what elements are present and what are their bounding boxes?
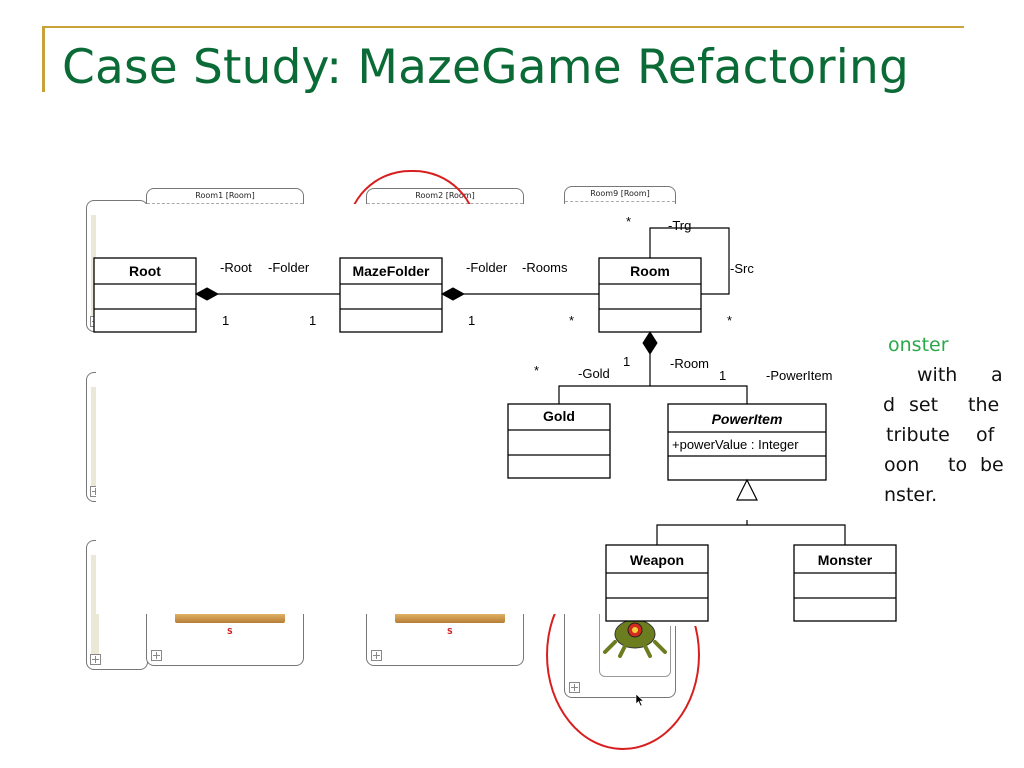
assoc-room-gold [558,385,650,404]
room1-header: Room1 [Room] [147,189,303,204]
side-text-line-5b: to [948,454,968,476]
mult-room-power: 1 [719,368,726,383]
role-rooms: -Rooms [522,260,568,275]
side-text-line-2b: a [991,364,1003,386]
composition-diamond-room [642,331,658,355]
uml-class-room [598,257,702,333]
mult-src: * [727,313,732,328]
class-name-gold: Gold [543,408,575,424]
mouse-cursor-icon [635,693,645,707]
class-name-room: Room [630,263,670,279]
side-text-line-3c: the [968,394,1000,416]
side-text-line-5a: oon [884,454,920,476]
room2-south-mark: S [447,627,453,636]
mult-trg: * [626,214,631,229]
class-name-weapon: Weapon [630,552,684,568]
mult-gold: * [534,363,539,378]
room1-south-mark: S [227,627,233,636]
room1-expand-icon[interactable] [151,650,162,661]
uml-class-root [93,257,197,333]
composition-diamond-mazefolder [440,287,466,301]
class-name-monster: Monster [818,552,873,568]
side-text-line-3a: d [883,394,896,416]
side-text-line-3b: set [909,394,939,416]
mult-rooms: * [569,313,574,328]
poweritem-attribute: +powerValue : Integer [672,437,799,452]
side-text-line-1: onster [888,334,949,356]
title-rule-horizontal [42,26,964,28]
role-folder-right: -Folder [466,260,508,275]
role-root: -Root [220,260,252,275]
mult-room-gold: 1 [623,354,630,369]
uml-class-mazefolder [339,257,443,333]
room9-header: Room9 [Room] [565,187,675,202]
generalization-triangle [736,478,758,501]
mult-folder-left: 1 [309,313,316,328]
slide-title: Case Study: MazeGame Refactoring [62,40,910,95]
role-poweritem: -PowerItem [766,368,832,383]
side-text-line-4b: of [976,424,995,446]
class-name-root: Root [129,263,161,279]
generalization-poweritem [656,524,846,545]
mult-root: 1 [222,313,229,328]
mult-folder-right: 1 [468,313,475,328]
role-src: -Src [730,261,754,276]
composition-diamond-root [194,287,220,301]
role-room: -Room [670,356,709,371]
title-rule-vertical [42,26,45,92]
uml-class-poweritem [667,403,827,481]
monster-icon [603,619,667,658]
uml-class-gold [507,403,611,479]
uml-class-weapon [605,544,709,622]
side-text-line-4a: tribute [886,424,950,446]
role-folder-left: -Folder [268,260,310,275]
role-trg: -Trg [668,218,691,233]
assoc-room-poweritem [650,385,748,404]
role-gold: -Gold [578,366,610,381]
side-text-line-6: nster. [884,484,938,506]
class-name-mazefolder: MazeFolder [352,263,430,279]
side-text-line-5c: be [980,454,1004,476]
class-name-poweritem: PowerItem [712,411,783,427]
assoc-room-self [649,227,730,295]
room2-expand-icon[interactable] [371,650,382,661]
side-text-line-2a: with [917,364,958,386]
